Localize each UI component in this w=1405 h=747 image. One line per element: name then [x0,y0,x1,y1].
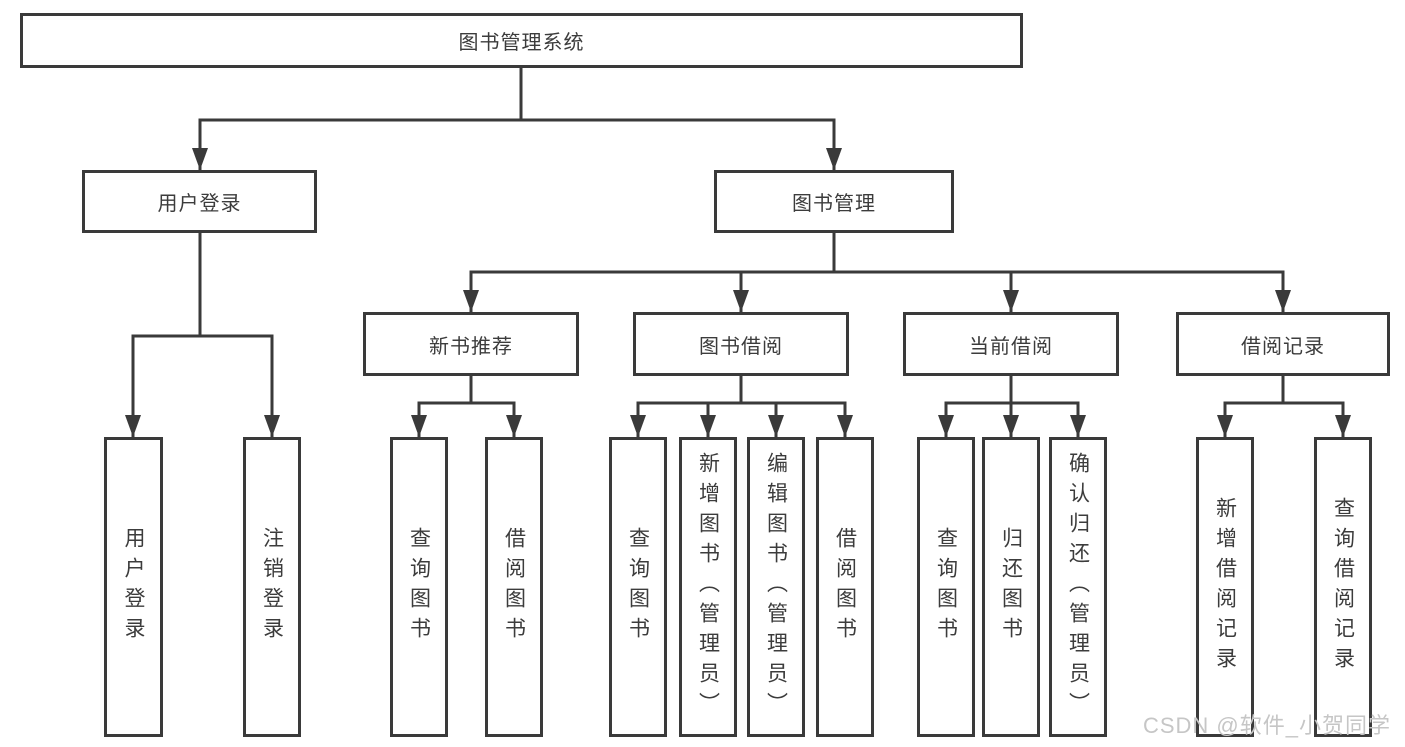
arrow-down-icon [700,415,716,437]
arrow-down-icon [1335,415,1351,437]
arrow-down-icon [411,415,427,437]
node-label: 编辑图书（管理员） [764,452,788,722]
node-label: 当前借阅 [969,335,1053,358]
leaf-add-books-admin: 新增图书（管理员） [679,437,737,737]
node-label: 查询借阅记录 [1331,497,1355,677]
leaf-user-login: 用户登录 [104,437,163,737]
node-label: 借阅记录 [1241,335,1325,358]
node-label: 图书管理系统 [458,32,585,54]
leaf-query-books: 查询图书 [609,437,667,737]
node-label: 新增图书（管理员） [696,452,720,722]
node-label: 确认归还（管理员） [1066,452,1090,722]
arrow-down-icon [1217,415,1233,437]
arrow-down-icon [1275,290,1291,312]
leaf-add-borrow-record: 新增借阅记录 [1196,437,1254,737]
leaf-confirm-return-admin: 确认归还（管理员） [1049,437,1107,737]
arrowheads [125,148,1351,437]
node-current-borrowing: 当前借阅 [903,312,1119,376]
leaf-query-books: 查询图书 [390,437,448,737]
node-new-book-recommend: 新书推荐 [363,312,579,376]
leaf-edit-books-admin: 编辑图书（管理员） [747,437,805,737]
node-label: 新书推荐 [429,335,513,358]
leaf-return-books: 归还图书 [982,437,1040,737]
arrow-down-icon [125,415,141,437]
node-user-login: 用户登录 [82,170,317,233]
node-label: 图书借阅 [699,335,783,358]
node-book-borrowing: 图书借阅 [633,312,849,376]
node-label: 查询图书 [626,527,650,647]
leaf-query-borrow-record: 查询借阅记录 [1314,437,1372,737]
node-label: 用户登录 [122,527,145,647]
arrow-down-icon [1003,290,1019,312]
leaf-query-books: 查询图书 [917,437,975,737]
arrow-down-icon [1003,415,1019,437]
arrow-down-icon [826,148,842,170]
node-label: 查询图书 [407,527,431,647]
csdn-watermark: CSDN @软件_小贺同学 [1142,713,1391,738]
node-label: 图书管理 [792,193,876,215]
node-book-management: 图书管理 [714,170,954,233]
arrow-down-icon [837,415,853,437]
leaf-borrow-books: 借阅图书 [485,437,543,737]
node-label: 用户登录 [157,193,242,215]
node-label: 借阅图书 [833,527,857,647]
arrow-down-icon [264,415,280,437]
arrow-down-icon [630,415,646,437]
node-label: 查询图书 [934,527,958,647]
arrow-down-icon [768,415,784,437]
leaf-logout: 注销登录 [243,437,301,737]
arrow-down-icon [1070,415,1086,437]
leaf-borrow-books: 借阅图书 [816,437,874,737]
arrow-down-icon [192,148,208,170]
arrow-down-icon [506,415,522,437]
node-label: 借阅图书 [502,527,526,647]
node-library-system: 图书管理系统 [20,13,1023,68]
node-label: 归还图书 [999,527,1023,647]
arrow-down-icon [463,290,479,312]
connector-path [131,66,1345,439]
arrow-down-icon [733,290,749,312]
node-label: 注销登录 [260,527,284,647]
node-borrowing-records: 借阅记录 [1176,312,1390,376]
node-label: 新增借阅记录 [1213,497,1237,677]
arrow-down-icon [938,415,954,437]
